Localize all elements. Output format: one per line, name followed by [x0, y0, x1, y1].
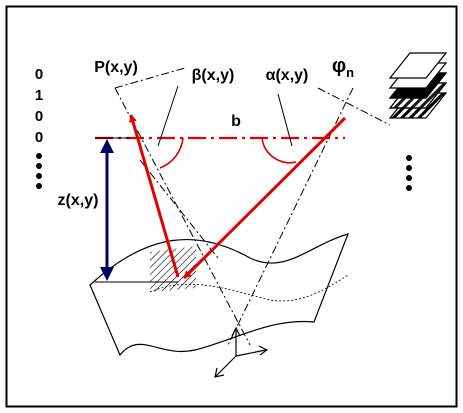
bit-label: 0: [35, 66, 43, 83]
phi-label: φn: [332, 55, 354, 80]
alpha-pointer: [277, 93, 293, 147]
projector-ray: [182, 116, 347, 280]
point-label: P(x,y): [94, 59, 138, 76]
beta-label: β(x,y): [192, 67, 235, 84]
illuminated-patch: [150, 246, 196, 292]
phi-subscript: n: [346, 65, 354, 80]
baseline-label: b: [231, 113, 241, 130]
optical-axes: [114, 67, 391, 346]
height-arrow: [95, 137, 178, 283]
bit-label: 0: [35, 108, 43, 125]
figure-frame: [5, 5, 458, 408]
phi-symbol: φ: [332, 55, 346, 77]
bit-label: 0: [35, 129, 43, 146]
height-label: z(x,y): [58, 192, 99, 209]
camera-ray: [129, 114, 180, 278]
ellipsis-dots-right: [406, 155, 412, 191]
bit-label: 1: [35, 87, 43, 104]
pattern-stack-icon: [388, 52, 448, 119]
bit-column: 0 1 0 0: [35, 66, 43, 189]
alpha-angle-arc: [261, 137, 297, 164]
beta-angle-arc: [159, 137, 184, 169]
alpha-label: α(x,y): [266, 67, 309, 84]
object-surface: [89, 233, 349, 357]
coordinate-axes: [214, 326, 269, 378]
ellipsis-dots-left: [36, 153, 42, 189]
beta-pointer: [157, 85, 179, 147]
